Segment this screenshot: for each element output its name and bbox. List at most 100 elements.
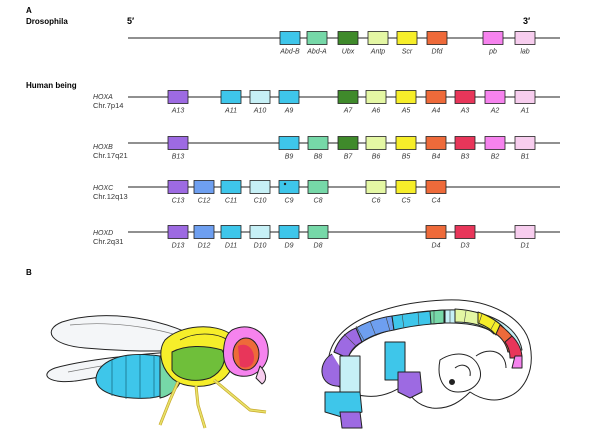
gene-row: B13 B9 B8 B7 B6 B5 B4 B3 B2 B1 [167,136,536,161]
gene-label: Abd-A [306,49,327,56]
gene-box [454,90,476,104]
gene-c12: C12 [193,180,215,205]
five-prime-label: 5′ [127,16,134,26]
gene-label: A5 [401,108,411,115]
gene-a10: A10 [249,90,271,115]
gene-box [514,136,536,150]
gene-box [220,90,242,104]
gene-b1: B1 [514,136,536,161]
gene-label: D4 [432,243,441,250]
gene-label: B3 [461,154,470,161]
gene-label: A2 [490,108,500,115]
gene-b13: B13 [167,136,189,161]
gene-label: D8 [314,243,323,250]
gene-box [193,180,215,194]
gene-ubx: Ubx [337,31,359,56]
gene-box [337,136,359,150]
gene-label: D13 [172,243,185,250]
gene-label: C4 [432,198,441,205]
gene-lab: lab [514,31,536,56]
drosophila-title: Drosophila [26,17,68,26]
gene-label: D1 [521,243,530,250]
gene-label: B7 [344,154,354,161]
gene-a2: A2 [484,90,506,115]
gene-c10: C10 [249,180,271,205]
gene-box [278,90,300,104]
gene-label: Abd-B [279,49,300,56]
gene-label: D12 [198,243,211,250]
gene-label: B13 [172,154,185,161]
gene-c5: C5 [395,180,417,205]
gene-label: A10 [253,108,267,115]
cluster-name: HOXC [93,185,114,192]
gene-d13: D13 [167,225,189,250]
gene-label: B6 [372,154,381,161]
cluster-name: HOXD [93,230,113,237]
gene-box [367,31,389,45]
gene-box [220,180,242,194]
gene-b4: B4 [425,136,447,161]
gene-b8: B8 [307,136,329,161]
gene-label: B8 [314,154,323,161]
gene-label: C11 [225,198,237,205]
gene-a3: A3 [454,90,476,115]
gene-a7: A7 [337,90,359,115]
cluster-name: HOXA [93,94,113,101]
cluster-name: HOXB [93,144,113,151]
gene-label: B4 [432,154,441,161]
gene-box [514,31,536,45]
gene-box [514,90,536,104]
gene-a5: A5 [395,90,417,115]
gene-label: pb [488,49,497,56]
gene-dfd: Dfd [426,31,448,56]
drosophila-gene-cluster: Abd-B Abd-A Ubx Antp Scr Dfd pb lab [279,31,536,56]
gene-a6: A6 [365,90,387,115]
gene-label: D11 [225,243,237,250]
gene-label: B9 [285,154,294,161]
panel-a-label: A [26,6,32,15]
gene-box [365,136,387,150]
gene-a1: A1 [514,90,536,115]
gene-label: A11 [224,108,237,115]
gene-box [484,90,506,104]
gene-label: A13 [171,108,185,115]
gene-box [395,180,417,194]
gene-d1: D1 [514,225,536,250]
gene-antp: Antp [367,31,389,56]
gene-d11: D11 [220,225,242,250]
gene-box [249,225,271,239]
gene-label: B5 [402,154,411,161]
gene-box [279,31,301,45]
gene-label: B2 [491,154,500,161]
gene-box [249,90,271,104]
gene-d12: D12 [193,225,215,250]
gene-scr: Scr [396,31,418,56]
gene-label: A4 [431,108,441,115]
gene-b9: B9 [278,136,300,161]
gene-label: C10 [254,198,267,205]
gene-box [278,225,300,239]
gene-c13: C13 [167,180,189,205]
gene-a4: A4 [425,90,447,115]
gene-box [220,225,242,239]
gene-box [514,225,536,239]
chromosome-label: Chr.12q13 [93,192,128,201]
gene-box [365,90,387,104]
marker-dot [283,182,287,186]
gene-box [365,180,387,194]
gene-d3: D3 [454,225,476,250]
gene-a11: A11 [220,90,242,115]
gene-pb: pb [482,31,504,56]
gene-box [454,136,476,150]
embryo-hindlimb [339,355,361,393]
gene-box [425,180,447,194]
gene-label: A1 [520,108,530,115]
gene-box [307,225,329,239]
gene-box [307,180,329,194]
